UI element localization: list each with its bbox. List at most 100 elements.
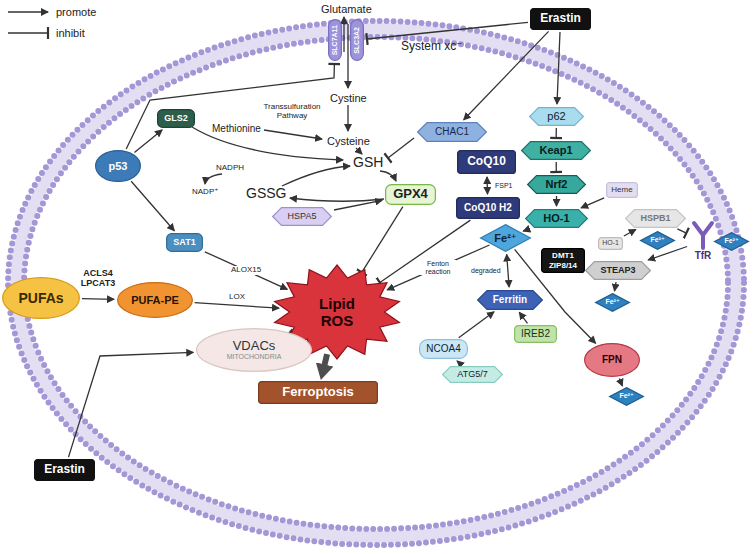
- outcome-box: Ferroptosis: [258, 381, 378, 404]
- node-text: GPX4: [393, 187, 428, 202]
- node-text: CHAC1: [435, 126, 469, 138]
- promote-connector: [464, 31, 549, 119]
- node-text: STEAP3: [600, 265, 635, 275]
- node-content: TfR: [695, 250, 712, 262]
- edge-label: LOX: [228, 293, 246, 302]
- shape-fill: [715, 233, 749, 251]
- promote-connector: [523, 229, 530, 232]
- protein-hexagon: ATG5/7: [442, 366, 503, 383]
- node-text: Ferroptosis: [282, 385, 354, 400]
- shape-fill: [515, 326, 557, 343]
- promote-connector: [507, 255, 509, 288]
- node-text: Ferritin: [493, 294, 527, 306]
- legend-text: inhibit: [56, 27, 85, 39]
- promote-connector: [619, 378, 622, 386]
- node-content: Ferroptosis: [282, 385, 354, 400]
- node-content: CHAC1: [435, 126, 469, 138]
- node-content: PUFAs: [18, 290, 63, 306]
- node-text: FPN: [602, 354, 622, 366]
- promote-connector: [69, 352, 194, 457]
- shape-fill: [96, 151, 141, 182]
- node-text: SLC3A2: [353, 27, 361, 54]
- protein-box: GLS2: [157, 109, 195, 128]
- node-content: Fe³⁺: [650, 236, 664, 244]
- shape-fill: [531, 9, 591, 30]
- inhibit-connector: [362, 207, 403, 273]
- node-content: Fe²⁺: [605, 298, 619, 306]
- inhibit-connector: [126, 64, 334, 149]
- iron-diamond: Fe²⁺: [595, 293, 630, 312]
- shape-fill: [585, 344, 640, 377]
- node-text: Fe²⁺: [619, 392, 633, 400]
- lipid-ellipse: PUFA-PE: [117, 282, 193, 318]
- node-content: GPX4: [393, 187, 428, 202]
- node-text: CoQ10: [467, 155, 506, 169]
- node-content: HSPA5: [288, 211, 317, 221]
- protein-box: NCOA4: [419, 339, 468, 359]
- node-content: Keap1: [539, 144, 572, 157]
- node-text: SAT1: [173, 237, 195, 247]
- node-text: HSPA5: [288, 211, 317, 221]
- node-content: HO-1: [602, 239, 619, 247]
- node-text: PUFAs: [18, 290, 63, 306]
- cell-membrane: [8, 21, 744, 545]
- edge-label: FSP1: [494, 182, 514, 190]
- node-content: HO-1: [543, 212, 569, 225]
- shape-fill: [528, 176, 586, 194]
- pathway-label: NADPH: [216, 164, 244, 173]
- legend-samples: [8, 12, 48, 33]
- node-content: SLC7A11: [331, 25, 339, 55]
- node-text: CoQ10 H2: [464, 202, 512, 214]
- promote-connector: [557, 32, 560, 104]
- shape-fill: [610, 388, 644, 406]
- pathway-label: NADP⁺: [192, 188, 218, 197]
- shape-fill: [418, 123, 487, 142]
- protein-box: IREB2: [514, 325, 557, 343]
- shape-fill: [386, 185, 436, 205]
- molecule-box: CoQ10: [457, 150, 516, 174]
- protein-box: SAT1: [166, 233, 203, 252]
- promote-connector: [324, 354, 327, 367]
- node-content: Erastin: [44, 463, 85, 477]
- shape-fill: [351, 20, 364, 61]
- iron-diamond: Fe²⁺: [714, 232, 749, 251]
- shape-fill: [167, 234, 203, 252]
- shape-fill: [273, 208, 332, 226]
- shape-fill: [478, 291, 543, 310]
- shape-fill: [626, 210, 686, 228]
- receptor-symbol: TfR: [689, 221, 717, 261]
- molecule-box: Heme: [606, 182, 638, 198]
- shape-fill: [481, 225, 531, 252]
- protein-box: HO-1: [598, 237, 623, 250]
- shape-fill: [118, 283, 193, 318]
- pathway-wires: [192, 17, 414, 201]
- node-content: Heme: [611, 185, 632, 194]
- promote-connector: [556, 196, 557, 206]
- node-content: Fe²⁺: [619, 392, 633, 400]
- pathway-label: System xc⁻: [401, 40, 463, 53]
- node-text: PUFA-PE: [131, 294, 179, 307]
- shape-fill: [586, 262, 651, 280]
- node-text: p62: [547, 110, 565, 123]
- protein-hexagon: STEAP3: [585, 261, 651, 280]
- node-content: p53: [109, 160, 128, 173]
- node-content: Ferritin: [493, 294, 527, 306]
- inhibit-connector: [677, 229, 686, 233]
- node-content: NCOA4: [426, 343, 460, 355]
- node-content: PUFA-PE: [131, 294, 179, 307]
- inhibit-connector: [380, 220, 471, 282]
- protein-hexagon: Ferritin: [477, 290, 543, 310]
- node-text: MITOCHONDRIA: [227, 353, 282, 361]
- promote-connector: [457, 361, 461, 365]
- promote-connector: [205, 252, 287, 289]
- protein-circle: p53: [95, 150, 141, 182]
- node-content: DMT1 ZIP8/14: [545, 251, 581, 269]
- shape-fill: [607, 183, 638, 198]
- iron-diamond: Fe²⁺: [609, 387, 644, 406]
- promote-connector: [195, 303, 279, 309]
- node-text: HO-1: [543, 212, 569, 225]
- node-text: p53: [109, 160, 128, 173]
- shape-fill: [526, 210, 588, 228]
- edge-label: ACLS4 LPCAT3: [77, 269, 119, 289]
- enzyme-box: GPX4: [385, 184, 436, 205]
